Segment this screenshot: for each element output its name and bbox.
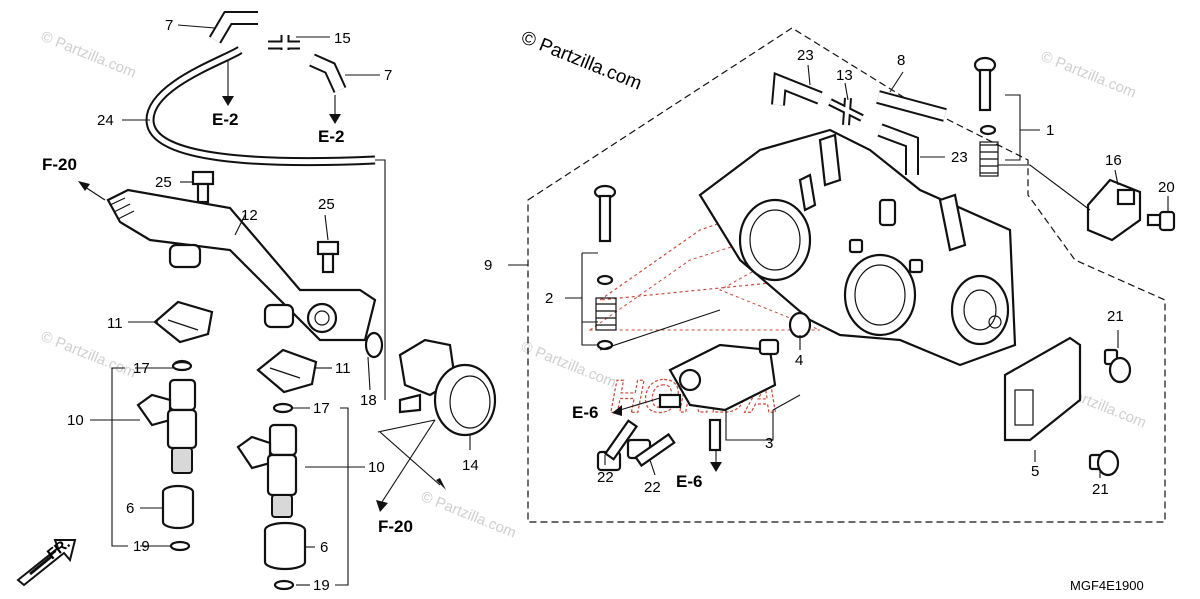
bolt-21-lower — [1088, 449, 1120, 477]
callout-11: 11 — [335, 360, 351, 377]
callout-21: 21 — [1107, 308, 1124, 325]
injector-10-right — [236, 402, 298, 518]
callout-11: 11 — [107, 315, 123, 332]
seal-6-right — [263, 521, 307, 571]
watermark: © Partzilla.com — [1039, 48, 1139, 102]
idle-screw-2 — [593, 184, 617, 351]
callout-14: 13 — [836, 67, 853, 84]
callout-2: 2 — [545, 290, 553, 307]
screw-20 — [1146, 210, 1176, 232]
sensor-unit-3 — [658, 338, 780, 452]
bolt-25-upper — [191, 170, 215, 204]
ref-e2-left: E-2 — [212, 110, 238, 129]
callouts: 7 15 7 24 25 25 12 11 11 17 17 10 10 6 6… — [67, 17, 1175, 594]
bolt-21-upper — [1103, 348, 1132, 384]
callout-7: 7 — [165, 17, 173, 34]
callout-24: 24 — [97, 112, 114, 129]
bolt-22-right — [626, 432, 676, 468]
callout-8: 8 — [897, 52, 905, 69]
ref-f20-bottom: F-20 — [378, 517, 413, 536]
diagram-code: MGF4E1900 — [1070, 578, 1144, 593]
callout-20: 20 — [1158, 179, 1175, 196]
seal-6-left — [161, 484, 195, 530]
callout-5: 5 — [1031, 463, 1039, 480]
hose-8 — [876, 90, 947, 122]
callout-10: 10 — [67, 412, 84, 429]
callout-13: 14 — [462, 457, 479, 474]
t-joint-14 — [828, 97, 864, 126]
o-ring-19-right — [273, 579, 295, 591]
callout-6: 6 — [126, 500, 134, 517]
hose-23-right — [877, 123, 919, 175]
clip-11-left — [153, 300, 214, 344]
callout-7: 7 — [384, 67, 392, 84]
o-ring-17-left — [171, 360, 193, 372]
bolt-22-left — [596, 419, 639, 472]
watermark: © Partzilla.com — [39, 28, 139, 82]
callout-21: 21 — [1092, 481, 1109, 498]
callout-1: 1 — [1046, 122, 1054, 139]
callout-15: 15 — [334, 30, 351, 47]
injector-10-left — [136, 359, 198, 474]
callout-4: 4 — [795, 352, 803, 369]
o-ring-4 — [788, 311, 812, 339]
assembly-outline-throttle-body — [527, 27, 1166, 523]
callout-19: 19 — [313, 577, 330, 594]
o-ring-18 — [364, 331, 384, 359]
callout-12: 12 — [241, 207, 258, 224]
t-joint-15 — [268, 35, 300, 50]
front-direction-arrow — [16, 539, 77, 587]
hose-23-left — [771, 71, 823, 106]
sensor-16 — [1086, 178, 1142, 242]
leader-lines — [90, 24, 1169, 586]
ref-f20-top: F-20 — [42, 155, 77, 174]
callout-16: 16 — [1105, 152, 1122, 169]
bolt-25-lower — [316, 240, 340, 274]
fuel-rail-12 — [106, 188, 377, 342]
clip-11-right — [256, 348, 318, 394]
hose-7-right — [309, 53, 347, 93]
cover-5 — [1003, 336, 1082, 442]
callout-6: 6 — [320, 539, 328, 556]
callout-25: 25 — [155, 174, 172, 191]
callout-25: 25 — [318, 196, 335, 213]
pressure-regulator-13 — [398, 338, 497, 437]
callout-23: 23 — [951, 149, 968, 166]
callout-17: 17 — [313, 400, 330, 417]
callout-19: 19 — [133, 538, 150, 555]
ref-e2-right: E-2 — [318, 127, 344, 146]
callout-9: 9 — [484, 257, 492, 274]
o-ring-17-right — [272, 402, 294, 414]
idle-screw-1 — [973, 56, 999, 177]
watermark: © Partzilla.com — [39, 328, 139, 382]
watermark: © Partzilla.com — [419, 488, 519, 542]
o-ring-19-left — [169, 540, 191, 552]
copyright-text: © Partzilla.com — [518, 27, 645, 94]
callout-23: 23 — [797, 47, 814, 64]
hose-7-left — [208, 11, 258, 44]
callout-22: 22 — [644, 479, 661, 496]
ref-e6-left: E-6 — [572, 403, 598, 422]
callout-3: 3 — [765, 435, 773, 452]
callout-17: 17 — [133, 360, 150, 377]
callout-10: 10 — [368, 459, 385, 476]
callout-22: 22 — [597, 469, 614, 486]
reference-labels: F-20 F-20 E-2 E-2 E-6 E-6 — [42, 110, 702, 536]
callout-18: 18 — [360, 392, 377, 409]
ref-e6-bottom: E-6 — [676, 472, 702, 491]
